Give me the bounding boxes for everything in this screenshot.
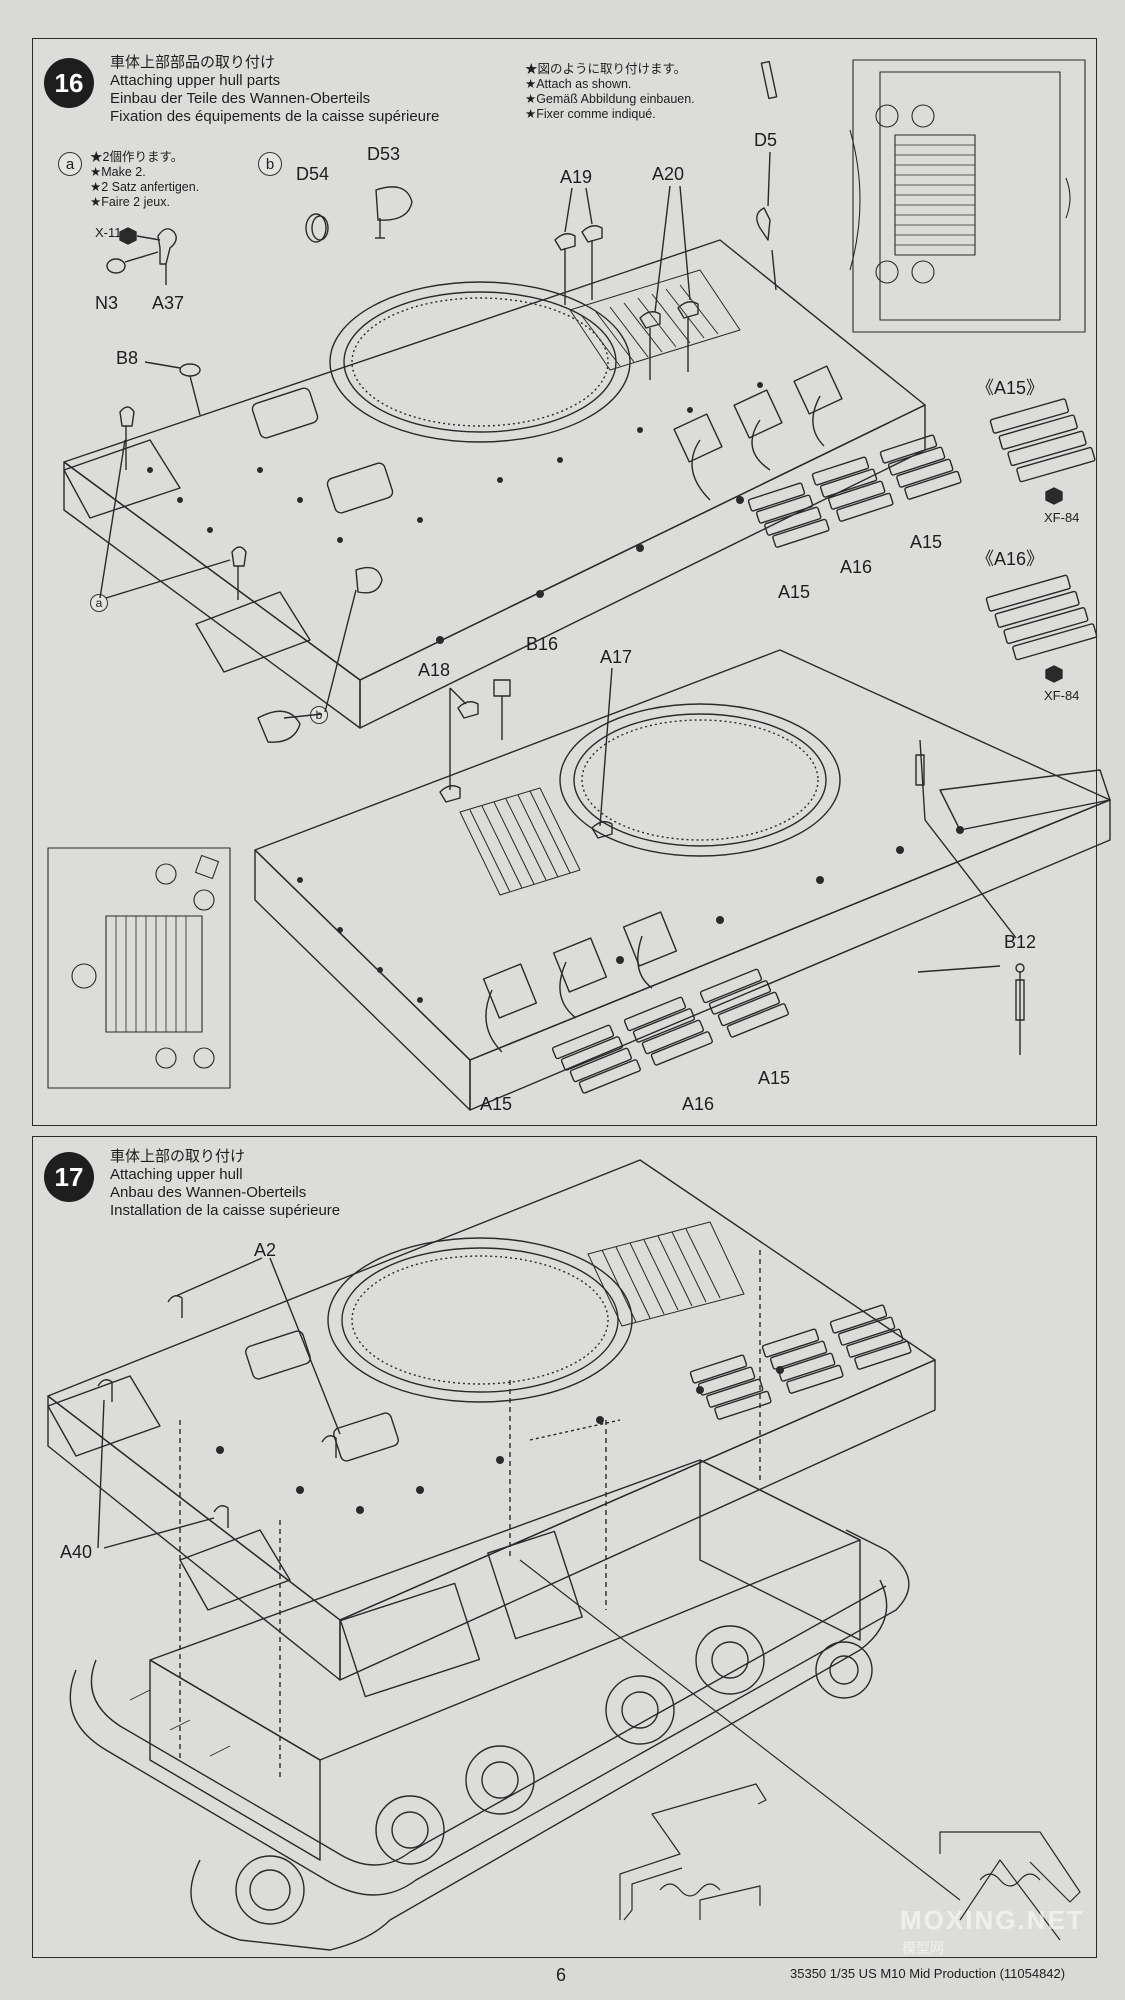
step17-upper-hull (47, 1159, 936, 1780)
track-links-upper (691, 395, 962, 548)
sub-a-note-de: ★2 Satz anfertigen. (90, 180, 200, 194)
part-label-a40: A40 (60, 1542, 93, 1562)
step17-title-de: Anbau des Wannen-Oberteils (110, 1184, 307, 1201)
step16-note-en: ★Attach as shown. (525, 77, 632, 91)
hull-top-lower (254, 649, 1111, 1111)
part-label-a15-top-left: A15 (778, 582, 811, 602)
part-label-a15-bottom-right: A15 (758, 1068, 791, 1088)
page-number: 6 (556, 1965, 567, 1985)
track-links-lower (485, 935, 789, 1094)
step16-panel (32, 38, 1097, 1126)
step16-upper-parts (99, 60, 778, 743)
step16-title-jp: 車体上部部品の取り付け (110, 54, 276, 71)
detail-a15-paint: XF-84 (1044, 510, 1080, 525)
part-label-d5: D5 (754, 130, 778, 150)
part-label-a20: A20 (652, 164, 685, 184)
step17-title-jp: 車体上部の取り付け (110, 1148, 246, 1165)
step16-title-fr: Fixation des équipements de la caisse su… (110, 108, 440, 125)
part-label-b16: B16 (526, 634, 559, 654)
sub-a-parts (106, 227, 177, 285)
part-label-a37: A37 (152, 293, 185, 313)
step16-note-jp: ★図のように取り付けます。 (525, 62, 687, 76)
hull-top-upper (63, 239, 926, 729)
step17-title: 車体上部の取り付け Attaching upper hull Anbau des… (110, 1148, 340, 1220)
part-label-a16-bottom: A16 (682, 1094, 715, 1114)
sub-a-note-jp: ★2個作ります。 (90, 150, 184, 164)
sub-b-tag: b (258, 152, 282, 176)
step17-lower-chassis (69, 1459, 910, 1951)
part-label-a16-top: A16 (840, 557, 873, 577)
step16-note-fr: ★Fixer comme indiqué. (525, 107, 656, 121)
step16-note-de: ★Gemäß Abbildung einbauen. (525, 92, 695, 106)
step17-title-en: Attaching upper hull (110, 1166, 243, 1183)
part-label-a18: A18 (418, 660, 451, 680)
part-label-a2: A2 (254, 1240, 277, 1260)
callout-a: a (90, 594, 108, 612)
detail-a15-label: 《A15》 (976, 378, 1045, 398)
part-label-d54: D54 (296, 164, 330, 184)
sub-b-parts (305, 186, 413, 243)
step17-section-details (519, 1559, 1081, 1941)
step17-number-badge: 17 (44, 1152, 94, 1202)
detail-track-a16 (985, 574, 1098, 683)
step16-notes: ★図のように取り付けます。 ★Attach as shown. ★Gemäß A… (525, 62, 695, 122)
part-label-b8: B8 (116, 348, 139, 368)
part-label-d53: D53 (367, 144, 401, 164)
watermark-subtext: 模型网 (902, 1940, 944, 1956)
detail-track-a15 (989, 398, 1096, 505)
watermark-logo: MOXING.NET (900, 1905, 1085, 1935)
inset-top-right (849, 59, 1086, 333)
step17-panel (32, 1136, 1097, 1958)
step16-number-badge: 16 (44, 58, 94, 108)
step16-title-de: Einbau der Teile des Wannen-Oberteils (110, 90, 371, 107)
sub-a-tag: a (58, 152, 82, 176)
part-label-b12: B12 (1004, 932, 1037, 952)
sub-a-note-en: ★Make 2. (90, 165, 146, 179)
step16-title-en: Attaching upper hull parts (110, 72, 281, 89)
part-label-a15-bottom-left: A15 (480, 1094, 513, 1114)
footer-product-code: 35350 1/35 US M10 Mid Production (110548… (790, 1966, 1066, 1981)
step16-title: 車体上部部品の取り付け Attaching upper hull parts E… (110, 54, 439, 126)
part-label-n3: N3 (95, 293, 119, 313)
detail-a16-paint: XF-84 (1044, 688, 1080, 703)
part-label-a15-top-right: A15 (910, 532, 943, 552)
part-label-a17: A17 (600, 647, 633, 667)
part-label-a19: A19 (560, 167, 593, 187)
detail-a16-label: 《A16》 (976, 549, 1045, 569)
step17-title-fr: Installation de la caisse supérieure (110, 1202, 341, 1219)
sub-a-note-fr: ★Faire 2 jeux. (90, 195, 170, 209)
sub-a-notes: ★2個作ります。 ★Make 2. ★2 Satz anfertigen. ★F… (90, 150, 199, 210)
inset-left-middle (47, 847, 231, 1089)
part-label-x11: X-11 (95, 225, 122, 240)
